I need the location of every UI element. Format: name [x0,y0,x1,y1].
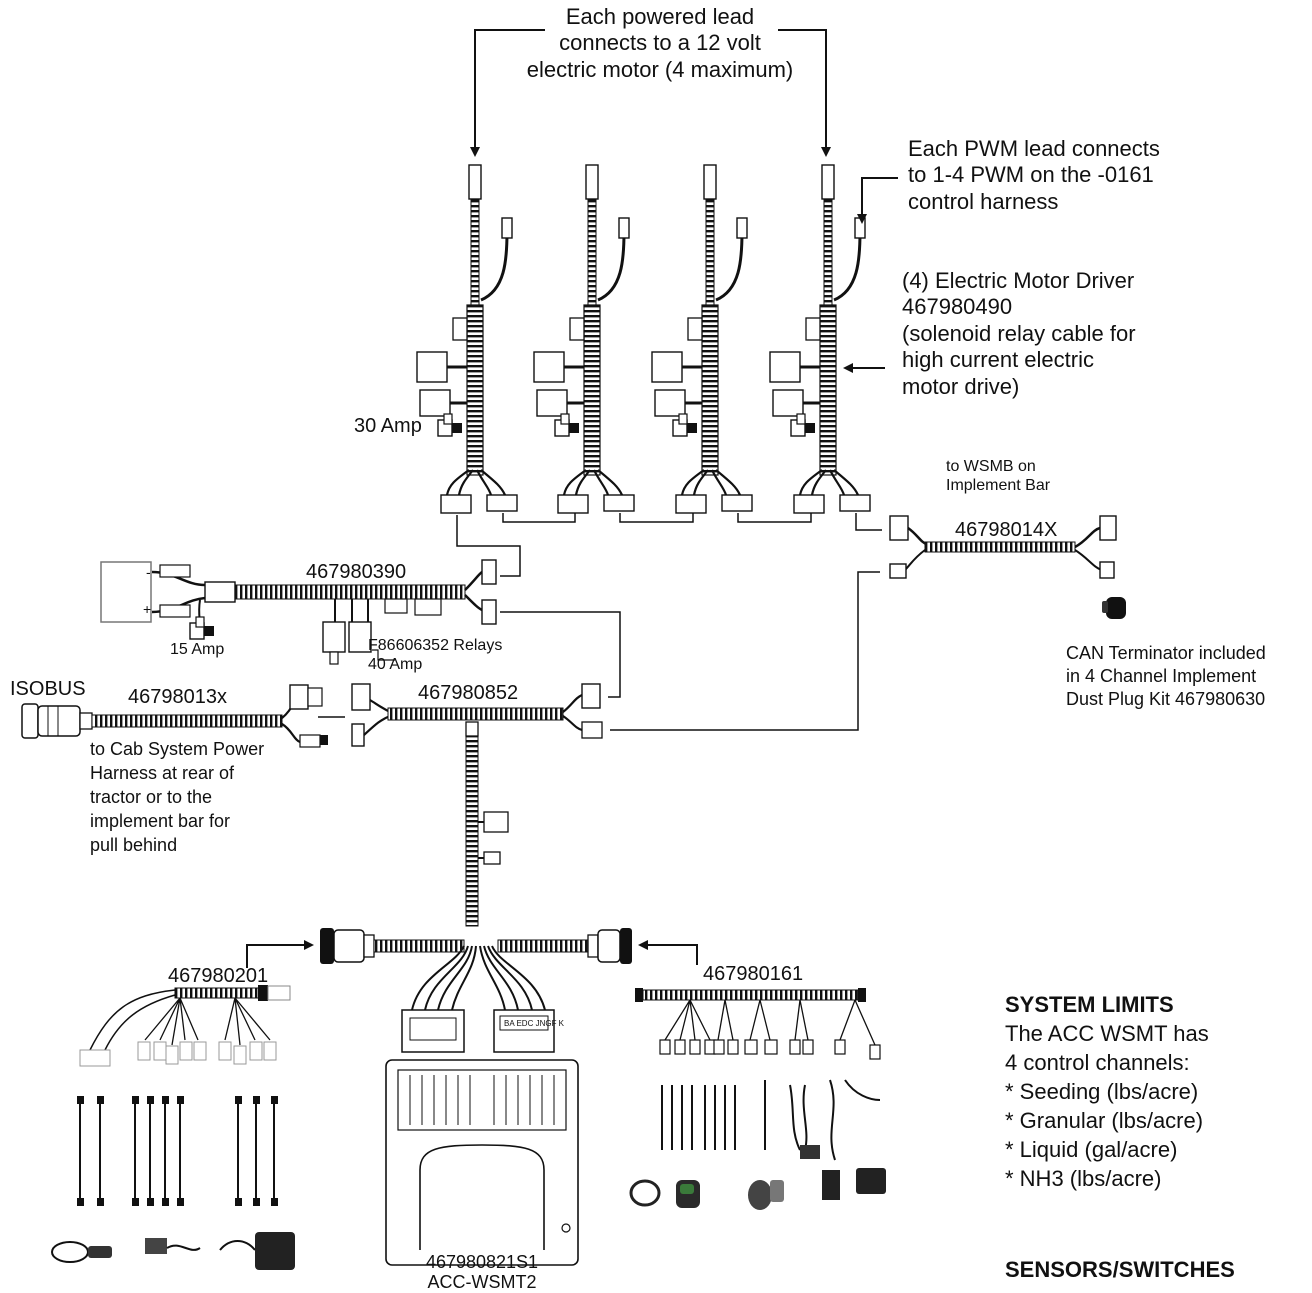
callout-arrows-top [470,29,898,373]
sensors-switches-heading: SENSORS/SWITCHES [1005,1257,1235,1282]
part-46798013x-label: 46798013x [128,686,227,708]
part-467980390-label: 467980390 [306,561,407,583]
part-46798014x-label: 46798014X [955,519,1058,541]
part-467980852-label: 467980852 [418,682,519,704]
to-wsmb-label: to WSMB on Implement Bar [946,458,1051,495]
part-467980161-label: 467980161 [703,963,804,985]
part-467980201-label: 467980201 [168,965,269,987]
wsmb-harness [610,515,1117,731]
svg-text:+: + [143,601,151,617]
motor-driver-harness-2 [533,164,635,514]
module-label: 467980821S1 ACC-WSMT2 [425,1252,539,1292]
motor-driver-harness-3 [651,164,753,514]
module-breakout-harness: BA EDC JNGF K [320,928,632,1053]
motor-driver-harness-1 [416,164,518,514]
harness-467980161 [629,988,886,1210]
motor-driver-harnesses [416,164,882,531]
relays-label: F86606352 Relays 40 Amp [368,637,503,674]
powered-lead-callout: Each powered lead connects to a 12 volt … [526,4,794,82]
system-limits-line: * Granular (lbs/acre) [1005,1108,1204,1133]
motor-driver-callout: (4) Electric Motor Driver 467980490 (sol… [902,268,1136,399]
harness-467980201 [51,985,295,1270]
motor-driver-harness-4 [769,164,871,514]
system-limits-line: * Seeding (lbs/acre) [1005,1079,1199,1104]
system-limits-line: The ACC WSMT has [1005,1021,1209,1046]
system-limits-line: * Liquid (gal/acre) [1005,1137,1178,1162]
svg-text:BA EDC JNGF K: BA EDC JNGF K [504,1019,565,1028]
system-limits-panel: SYSTEM LIMITS The ACC WSMT has 4 control… [1005,990,1305,1193]
wsmt2-module [385,1059,579,1266]
svg-text:-: - [146,564,151,580]
main-harness-467980852 [351,683,603,927]
cab-power-label: to Cab System Power Harness at rear of t… [90,739,265,855]
isobus-label: ISOBUS [10,678,86,700]
can-terminator-icon [1102,597,1126,619]
system-limits-line: * NH3 (lbs/acre) [1005,1166,1162,1191]
power-harness-467980390: - + [100,515,621,698]
system-limits-heading: SYSTEM LIMITS [1005,992,1174,1017]
pwm-lead-callout: Each PWM lead connects to 1-4 PWM on the… [908,136,1160,214]
amp30-label: 30 Amp [354,415,422,437]
module-callout-arrows [246,940,698,968]
can-terminator-label: CAN Terminator included in 4 Channel Imp… [1066,643,1266,709]
isobus-harness [21,684,345,748]
amp15-label: 15 Amp [170,641,225,658]
system-limits-line: 4 control channels: [1005,1050,1190,1075]
